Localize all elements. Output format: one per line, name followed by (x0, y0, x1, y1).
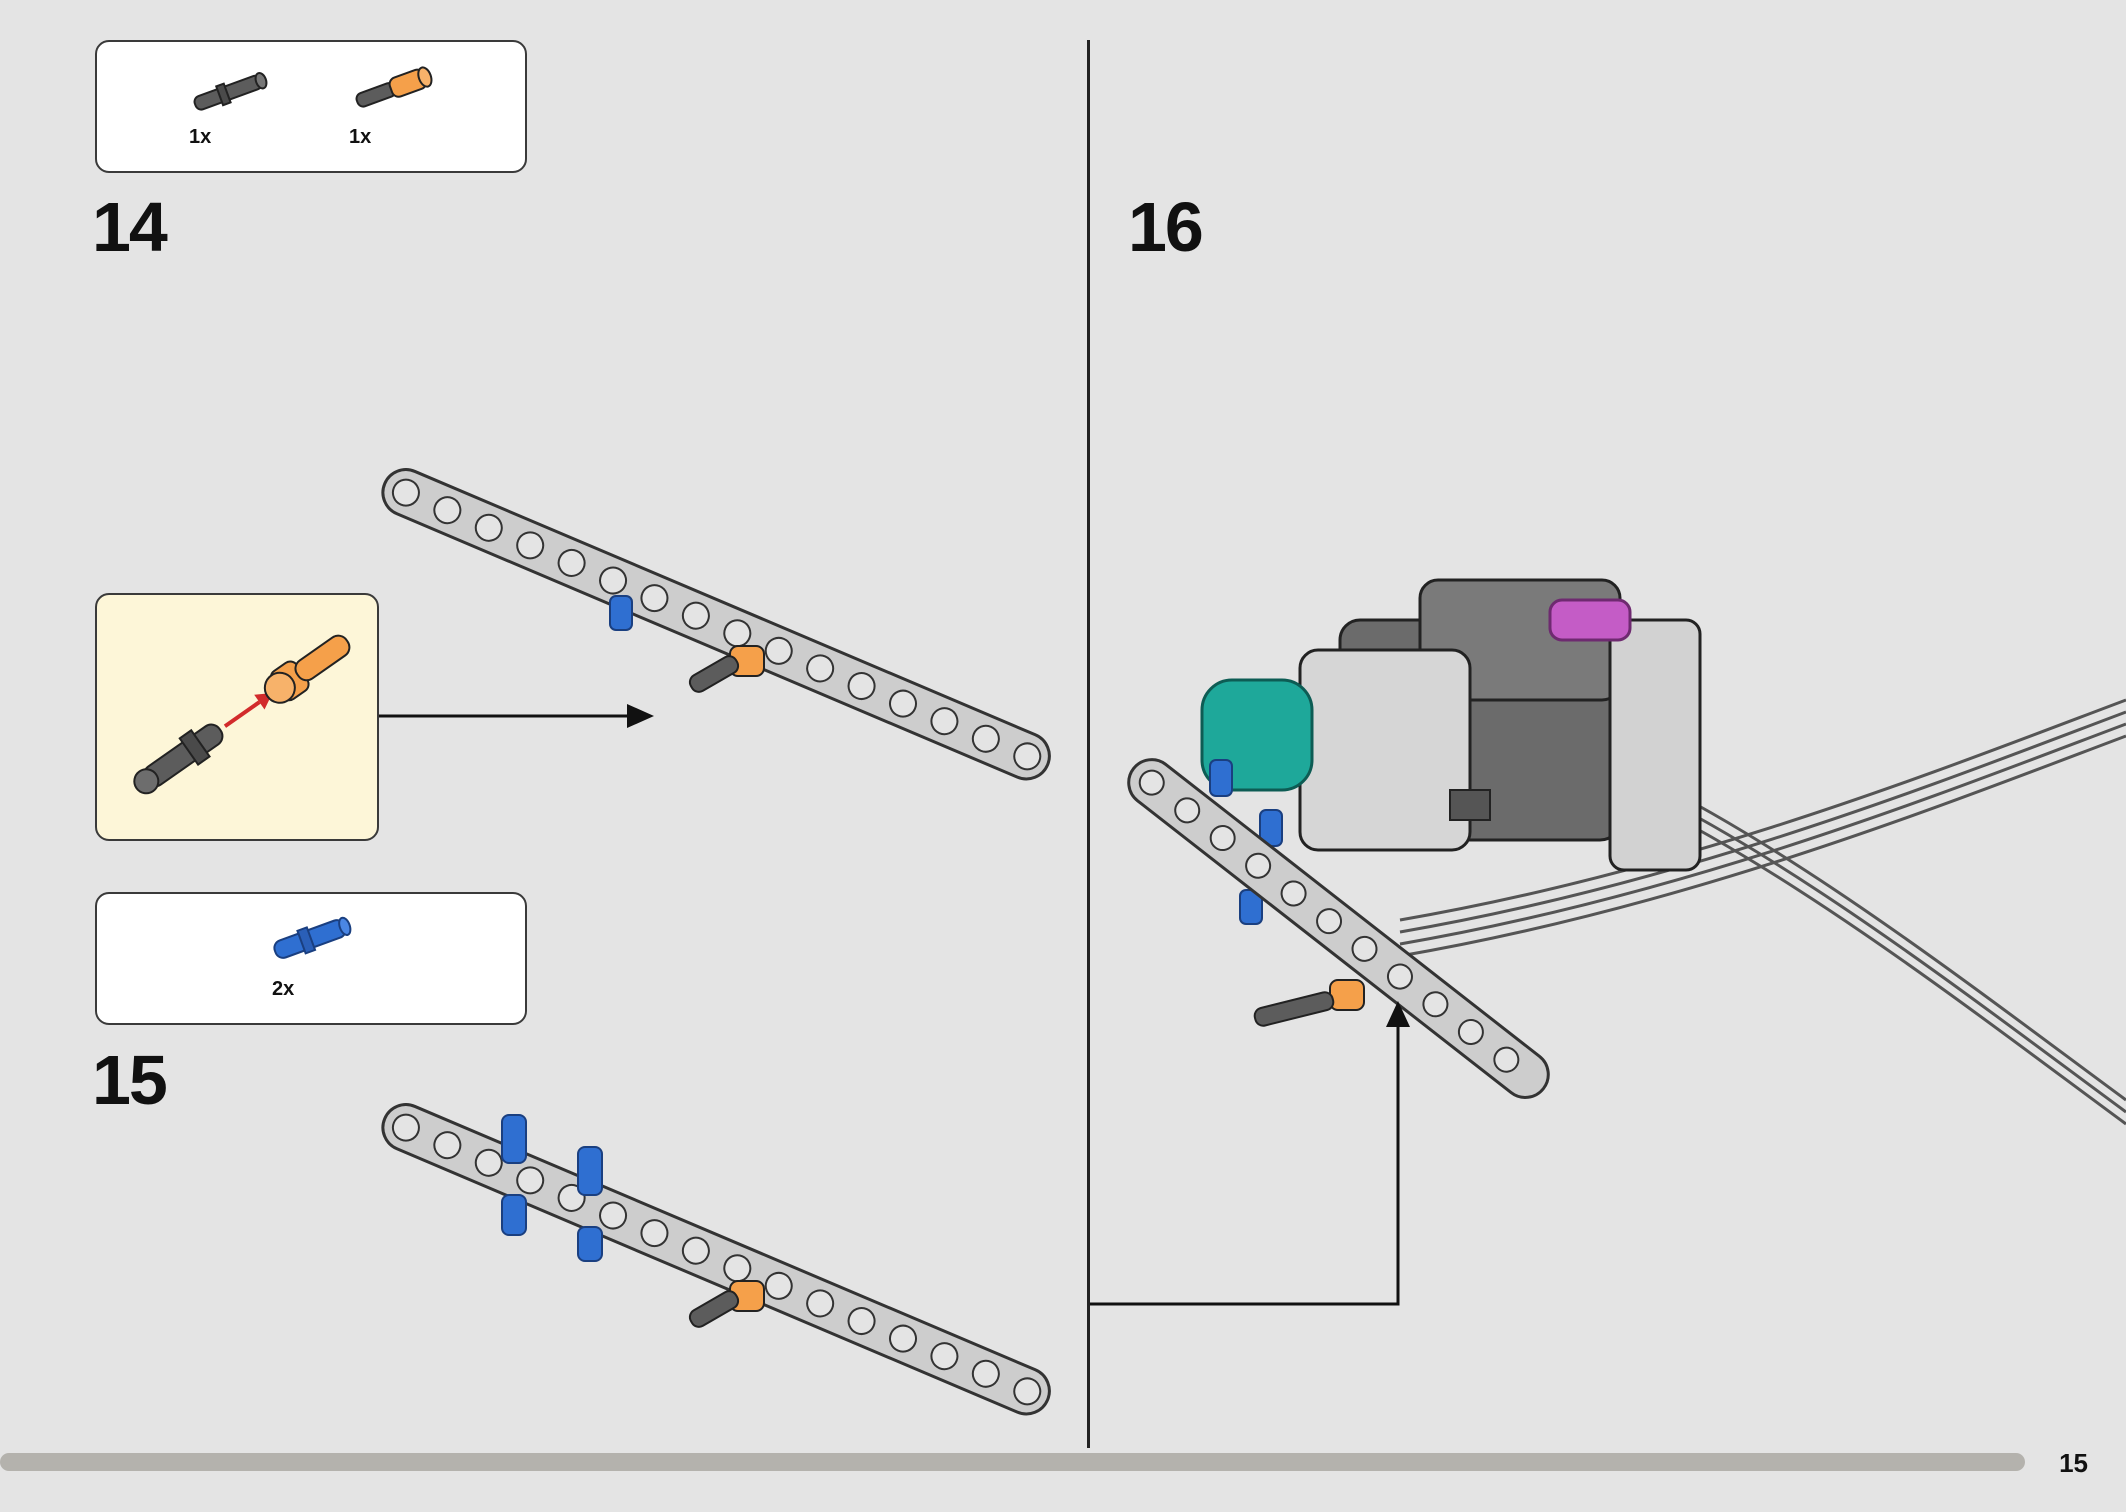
step-14-part-1-qty: 1x (189, 126, 212, 148)
step-14-model-illustration (381, 468, 1051, 781)
pin-assembly-illustration (133, 634, 351, 795)
step-divider-line (1087, 40, 1090, 1448)
step-15-parts-box: 2x (95, 892, 527, 1025)
step-14-parts-box: 1x 1x (95, 40, 527, 173)
step-16-connector-arrow (1090, 1001, 1410, 1306)
progress-bar (0, 1453, 2025, 1471)
step-16-number: 16 (1128, 188, 1204, 266)
step-14-number: 14 (92, 188, 168, 266)
step-16-model-illustration (1127, 578, 2126, 1126)
orange-friction-pin-icon (355, 66, 433, 108)
page-number: 15 (2059, 1448, 2088, 1478)
step-15-part-1-qty: 2x (272, 978, 295, 1000)
step-15-model-illustration (381, 1103, 1051, 1416)
step-14-detail-callout (95, 593, 379, 841)
step-14-part-2-qty: 1x (349, 126, 372, 148)
step-15-number: 15 (92, 1041, 168, 1119)
dark-gray-axle-pin-icon (193, 72, 268, 111)
blue-friction-pin-icon (273, 916, 352, 959)
callout-connector-arrow (379, 704, 654, 728)
